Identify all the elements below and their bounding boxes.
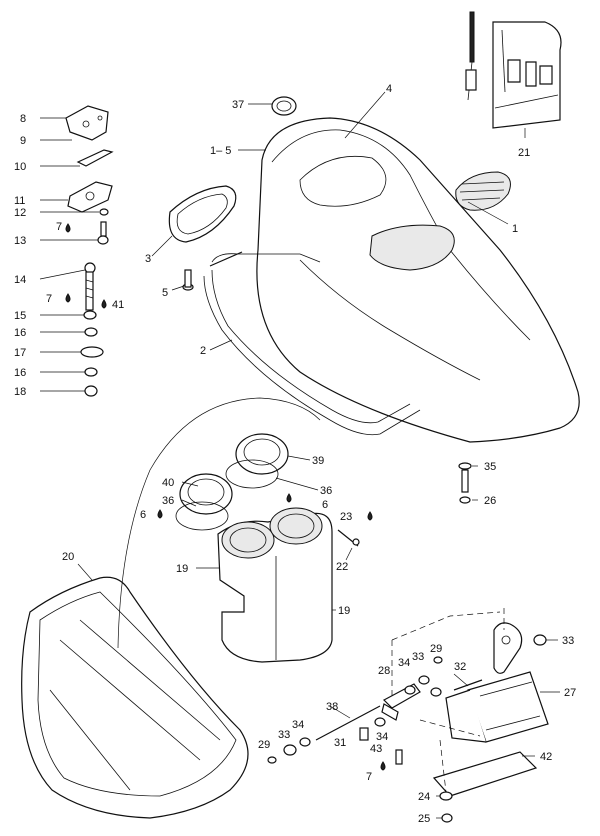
drop-icon <box>65 293 71 303</box>
part-40-cap <box>175 473 233 531</box>
part-42-base-plate <box>432 751 538 797</box>
callout-34b: 34 <box>292 719 304 731</box>
part-27-bracket-plate <box>445 671 549 743</box>
drop-icon <box>367 511 373 521</box>
callout-14: 14 <box>14 274 26 286</box>
callout-35: 35 <box>484 461 496 473</box>
callout-13: 13 <box>14 235 26 247</box>
drop-icon <box>157 509 163 519</box>
callout-2: 2 <box>200 345 206 357</box>
drop-icon <box>65 223 71 233</box>
callout-32: 32 <box>454 661 466 673</box>
part-19-cup-holder <box>217 507 333 663</box>
callout-23: 23 <box>340 511 352 523</box>
part-1-vent-grille <box>455 171 511 211</box>
leader-lines <box>39 91 560 819</box>
callout-36a: 36 <box>162 495 174 507</box>
drop-icon <box>101 299 107 309</box>
part-22-pin <box>337 529 360 547</box>
callout-15: 15 <box>14 310 26 322</box>
part-4-cover <box>256 117 580 443</box>
callout-26: 26 <box>484 495 496 507</box>
callout-7c: 7 <box>366 771 372 783</box>
callout-5: 5 <box>162 287 168 299</box>
drop-icon-group <box>65 223 386 771</box>
callout-9: 9 <box>20 135 26 147</box>
callout-8: 8 <box>20 113 26 125</box>
part-39-cap <box>225 433 289 489</box>
callout-10: 10 <box>14 161 26 173</box>
callout-labels: 4 37 1– 5 1 3 5 2 21 8 9 10 11 12 7 13 1… <box>14 83 576 825</box>
callout-41: 41 <box>112 299 124 311</box>
callout-6a: 6 <box>140 509 146 521</box>
callout-6b: 6 <box>322 499 328 511</box>
callout-38: 38 <box>326 701 338 713</box>
part-35-26-screws <box>458 462 472 504</box>
callout-16a: 16 <box>14 327 26 339</box>
pivot-arm <box>493 608 523 674</box>
callout-19a: 19 <box>176 563 188 575</box>
callout-1: 1 <box>512 223 518 235</box>
callout-7a: 7 <box>56 221 62 233</box>
callout-29a: 29 <box>430 643 442 655</box>
callout-37: 37 <box>232 99 244 111</box>
hardware-left-column <box>80 208 109 397</box>
callout-21: 21 <box>518 147 530 159</box>
callout-33c: 33 <box>562 635 574 647</box>
callout-27: 27 <box>564 687 576 699</box>
callout-43: 43 <box>370 743 382 755</box>
part-10-gasket <box>76 149 114 167</box>
callout-40: 40 <box>162 477 174 489</box>
callout-39: 39 <box>312 455 324 467</box>
callout-25: 25 <box>418 813 430 825</box>
callout-36b: 36 <box>320 485 332 497</box>
leader-curve-20 <box>117 397 321 649</box>
callout-31: 31 <box>334 737 346 749</box>
callout-33b: 33 <box>278 729 290 741</box>
part-3-seal <box>168 185 237 243</box>
callout-11: 11 <box>14 195 25 207</box>
callout-33a: 33 <box>412 651 424 663</box>
hardware-lower-right <box>267 634 547 823</box>
drop-icon <box>286 493 292 503</box>
callout-22: 22 <box>336 561 348 573</box>
callout-4: 4 <box>386 83 392 95</box>
callout-42: 42 <box>540 751 552 763</box>
callout-29b: 29 <box>258 739 270 751</box>
callout-12: 12 <box>14 207 26 219</box>
callout-28: 28 <box>378 665 390 677</box>
callout-16b: 16 <box>14 367 26 379</box>
part-8-latch-top <box>65 105 109 141</box>
callout-17: 17 <box>14 347 26 359</box>
part-20-storage-bin <box>21 576 249 819</box>
callout-34a: 34 <box>398 657 410 669</box>
tool-kit-bag <box>465 11 562 129</box>
callout-19b: 19 <box>338 605 350 617</box>
callout-34c: 34 <box>376 731 388 743</box>
part-37-ring <box>271 96 297 116</box>
callout-18: 18 <box>14 386 26 398</box>
part-11-latch-base <box>67 181 113 213</box>
callout-20: 20 <box>62 551 74 563</box>
part-5-screw <box>182 269 194 291</box>
callout-7b: 7 <box>46 293 52 305</box>
callout-24: 24 <box>418 791 430 803</box>
callout-1-5: 1– 5 <box>210 145 231 157</box>
drop-icon <box>380 761 386 771</box>
callout-3: 3 <box>145 253 151 265</box>
assembly-dash-lines <box>391 611 501 793</box>
